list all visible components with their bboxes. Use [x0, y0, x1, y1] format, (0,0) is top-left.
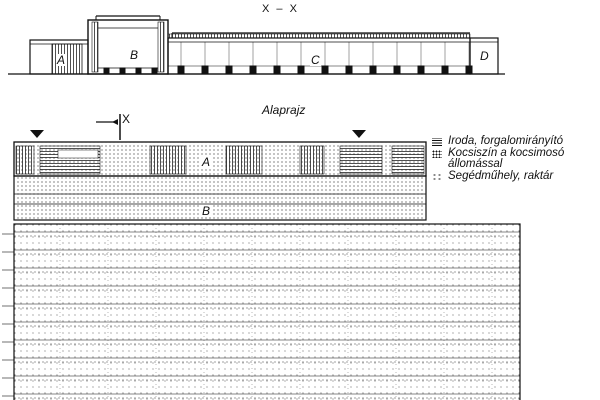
cut-marker-label: X	[122, 112, 131, 126]
section-zone-a: A	[56, 53, 67, 67]
legend-label: Kocsiszín a kocsimosó állomással	[448, 147, 565, 170]
hatch-swatch-icon	[432, 138, 442, 146]
legend-item-office: Iroda, forgalomirányító	[432, 135, 598, 147]
sparse-dots-swatch-icon	[432, 173, 442, 181]
legend-label: Iroda, forgalomirányító	[448, 135, 564, 147]
section-elevation	[8, 15, 505, 75]
legend-item-depot: Kocsiszín a kocsimosó állomással	[432, 147, 598, 170]
section-zone-c: C	[310, 53, 321, 67]
legend-item-workshop: Segédműhely, raktár	[432, 170, 598, 182]
section-title: X – X	[262, 3, 299, 15]
legend-label: Segédműhely, raktár	[448, 170, 554, 182]
section-piers	[103, 42, 473, 75]
plan-tracks	[2, 224, 520, 400]
legend: Iroda, forgalomirányító Kocsiszín a kocs…	[432, 135, 598, 183]
plan-title: Alaprajz	[262, 103, 306, 117]
section-zone-b: B	[129, 48, 140, 62]
plan-zone-b: B	[201, 204, 212, 218]
floor-plan	[13, 114, 521, 400]
plan-zone-a: A	[201, 155, 212, 169]
section-zone-d: D	[479, 49, 490, 63]
dots-swatch-icon	[432, 150, 442, 158]
